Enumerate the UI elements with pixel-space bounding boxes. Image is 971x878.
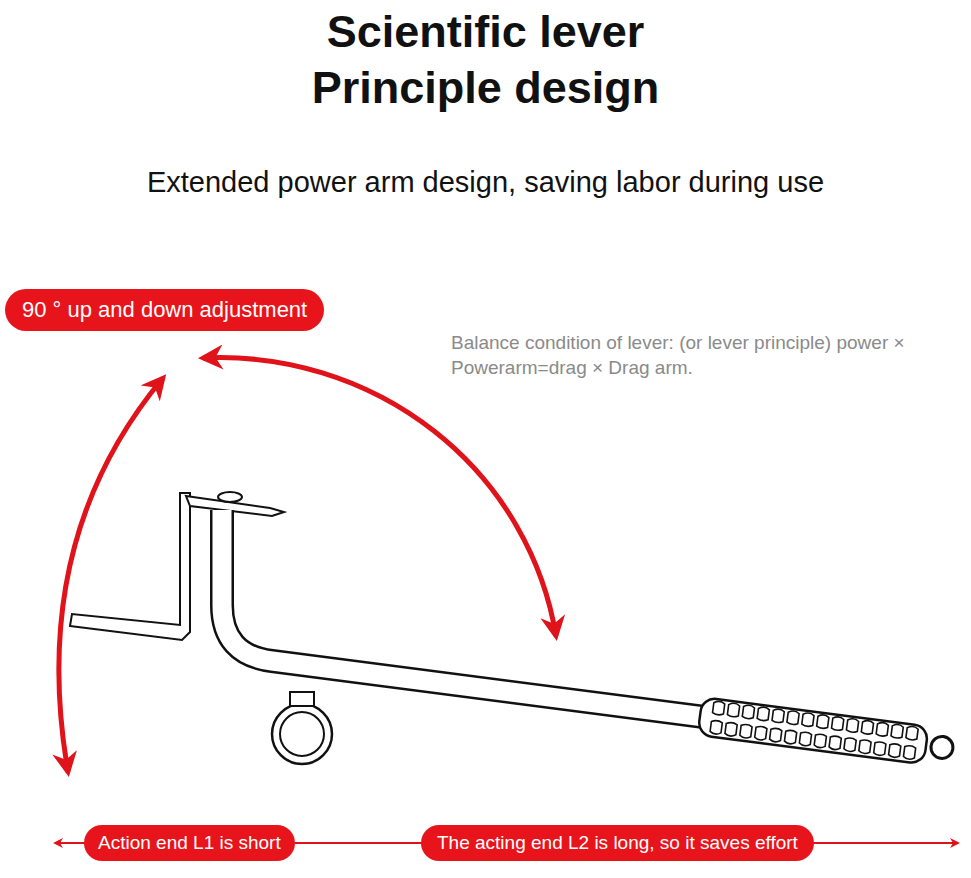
grip-ridge bbox=[787, 710, 800, 725]
bolt bbox=[218, 492, 242, 502]
grip-ridge bbox=[710, 720, 723, 735]
label-pill: 90 ° up and down adjustment bbox=[5, 289, 324, 331]
lever-bar bbox=[222, 510, 712, 718]
grip-ridge bbox=[844, 737, 857, 752]
grip-ridge bbox=[876, 722, 889, 737]
label-pill: The acting end L2 is long, so it saves e… bbox=[421, 825, 814, 861]
lever-bar bbox=[222, 510, 712, 718]
grip-ridge bbox=[816, 714, 829, 729]
grip-ridge bbox=[846, 718, 859, 733]
grip-ridge bbox=[903, 745, 916, 760]
grip-ridge bbox=[725, 722, 738, 737]
grip-ridge bbox=[829, 735, 842, 750]
formula-note: Balance condition of lever: (or lever pr… bbox=[451, 330, 951, 380]
grip-ridge bbox=[712, 701, 725, 716]
pill-text: The acting end L2 is long, so it saves e… bbox=[437, 832, 798, 854]
hanging-ring bbox=[930, 735, 955, 760]
label-pill: Action end L1 is short bbox=[84, 825, 295, 861]
rotation-arc bbox=[203, 358, 556, 636]
wheel bbox=[280, 712, 324, 756]
wheel-bracket bbox=[290, 692, 314, 706]
grip-ridge bbox=[802, 712, 815, 727]
grip-ridge bbox=[859, 739, 872, 754]
grip-ridge bbox=[861, 720, 874, 735]
grip-ridge bbox=[772, 708, 785, 723]
grip-ridge bbox=[906, 726, 919, 741]
title: Scientific lever Principle design bbox=[251, 4, 721, 116]
pill-text: 90 ° up and down adjustment bbox=[22, 297, 307, 323]
pill-text: Action end L1 is short bbox=[98, 832, 281, 854]
grip-ridge bbox=[784, 730, 797, 745]
grip-ridge bbox=[814, 734, 827, 749]
grip-ridge bbox=[799, 732, 812, 747]
rotation-arc bbox=[59, 378, 163, 772]
wheel bbox=[272, 704, 332, 764]
grip-ridge bbox=[873, 741, 886, 756]
grip-ridge bbox=[727, 703, 740, 718]
grip-ridge bbox=[891, 724, 904, 739]
grip-ridge bbox=[831, 716, 844, 731]
grip-ridge bbox=[754, 726, 767, 741]
grip-ridge bbox=[740, 724, 753, 739]
subtitle: Extended power arm design, saving labor … bbox=[0, 166, 971, 199]
lifting-blade bbox=[70, 493, 190, 640]
title-wrap: Scientific lever Principle design bbox=[0, 4, 971, 116]
grip-ridge bbox=[888, 743, 901, 758]
grip-ridge bbox=[757, 706, 770, 721]
grip-ridge bbox=[769, 728, 782, 743]
grip-ridge bbox=[742, 705, 755, 720]
handle-grip bbox=[698, 697, 929, 764]
